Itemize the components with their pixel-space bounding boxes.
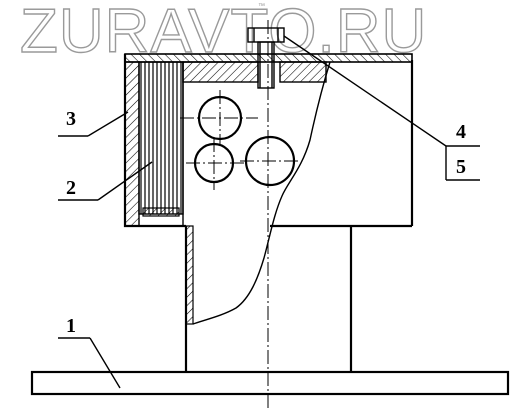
leader-part-4-5: 4 5 [283, 35, 480, 181]
rollers [180, 90, 300, 190]
watermark-trademark: ™ [258, 3, 265, 10]
bolt-part-4 [247, 27, 285, 89]
label-part-3: 3 [66, 108, 76, 130]
label-part-5: 5 [456, 156, 466, 178]
plate-pack-part-2 [138, 61, 184, 226]
housing-wall-part-3 [124, 61, 140, 227]
leader-part-3: 3 [58, 108, 129, 137]
pedestal-column [184, 225, 353, 372]
clamp-bar [182, 61, 327, 83]
leader-part-2: 2 [58, 161, 153, 201]
label-part-2: 2 [66, 177, 76, 199]
break-line [192, 61, 331, 325]
label-part-4: 4 [456, 121, 466, 143]
label-part-1: 1 [66, 315, 76, 337]
base-plate [30, 370, 510, 396]
leader-part-1: 1 [58, 315, 121, 389]
